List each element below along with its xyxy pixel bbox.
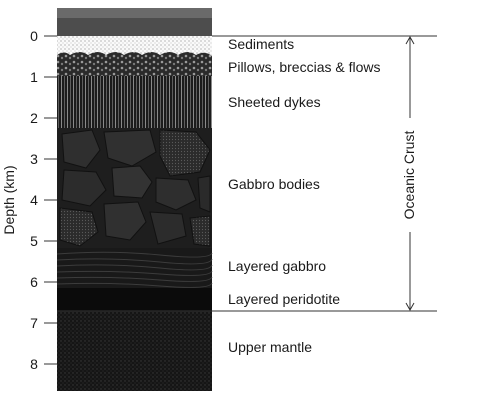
sediments-layer	[57, 36, 212, 56]
dykes-layer	[57, 76, 212, 130]
label-dykes: Sheeted dykes	[228, 94, 321, 110]
label-layered-gabbro: Layered gabbro	[228, 258, 326, 274]
axis-title: Depth (km)	[1, 165, 17, 234]
layering-lines	[56, 251, 213, 288]
mantle-layer	[57, 311, 212, 391]
pillows-layer	[57, 52, 212, 78]
arrow-head-down	[405, 302, 415, 312]
rock-column	[56, 8, 213, 391]
tick-label: 0	[30, 28, 38, 44]
gabbro-blocks	[59, 129, 211, 247]
label-sediments: Sediments	[228, 36, 294, 52]
crust-arrow	[405, 35, 415, 312]
layered-gabbro-layer	[57, 248, 212, 288]
peridotite-layer	[57, 288, 212, 311]
tick-label: 8	[30, 356, 38, 372]
tick-label: 4	[30, 192, 38, 208]
water-layer-top	[57, 8, 212, 18]
label-pillows: Pillows, breccias & flows	[228, 59, 381, 75]
axis-ticks	[44, 35, 57, 365]
arrow-head-up	[405, 35, 415, 45]
tick-label: 1	[30, 69, 38, 85]
tick-label: 7	[30, 315, 38, 331]
axis-tick-labels: 0 1 2 3 4 5 6 7 8	[30, 28, 38, 372]
tick-label: 2	[30, 110, 38, 126]
crust-label: Oceanic Crust	[401, 131, 417, 220]
layer-labels: Sediments Pillows, breccias & flows Shee…	[228, 36, 381, 355]
label-upper-mantle: Upper mantle	[228, 339, 312, 355]
tick-label: 6	[30, 274, 38, 290]
label-layered-peridotite: Layered peridotite	[228, 291, 340, 307]
tick-label: 3	[30, 151, 38, 167]
tick-label: 5	[30, 233, 38, 249]
label-gabbro-bodies: Gabbro bodies	[228, 176, 320, 192]
